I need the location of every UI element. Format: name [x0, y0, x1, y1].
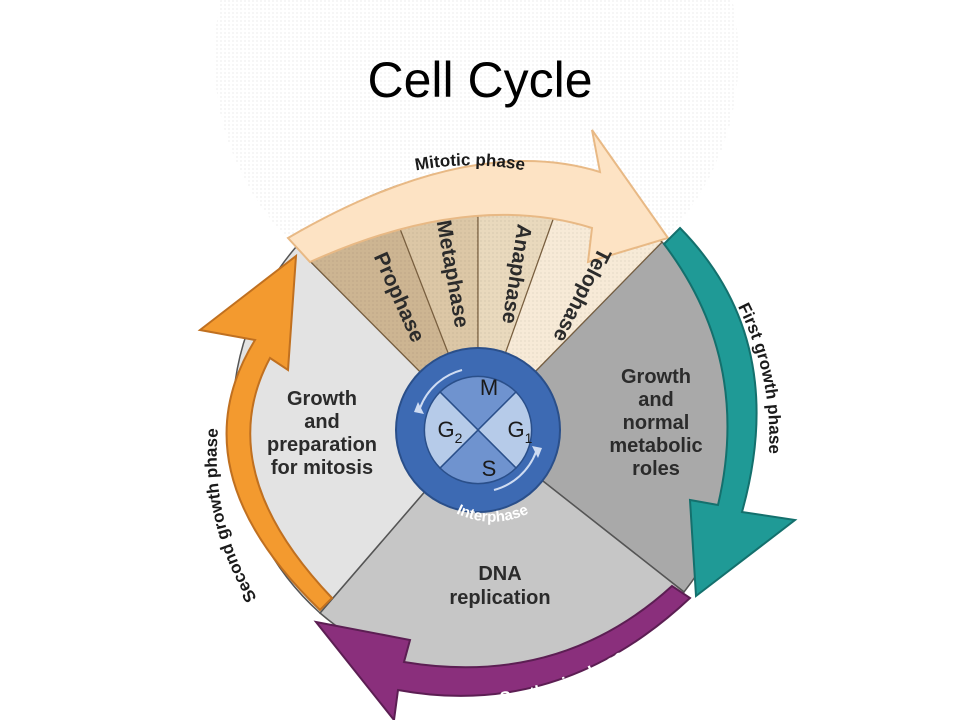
svg-text:preparation: preparation: [267, 434, 377, 456]
svg-text:DNA: DNA: [478, 563, 521, 585]
g2-quadrant: [423, 390, 480, 470]
svg-text:roles: roles: [632, 458, 680, 480]
synthesis-arrow: [313, 584, 692, 720]
mitotic-phase-arrow: [286, 129, 670, 264]
g2-label: G2: [438, 417, 463, 446]
svg-text:replication: replication: [449, 587, 550, 609]
svg-text:metabolic: metabolic: [609, 435, 702, 457]
second-growth-arrow: [197, 253, 334, 612]
m-quadrant: [438, 375, 518, 432]
g1-quadrant: [476, 390, 533, 470]
svg-text:and: and: [304, 411, 340, 433]
svg-text:Growth: Growth: [287, 388, 357, 410]
svg-text:for mitosis: for mitosis: [271, 457, 373, 479]
svg-text:Growth: Growth: [621, 366, 691, 388]
m-label: M: [480, 375, 498, 400]
g1-label: G1: [508, 417, 533, 446]
g2-sector-label: Growth and preparation for mitosis: [267, 388, 377, 479]
svg-text:normal: normal: [623, 412, 690, 434]
g1-sector-label: Growth and normal metabolic roles: [609, 366, 702, 480]
s-label: S: [482, 456, 497, 481]
first-growth-arrow: [662, 226, 798, 598]
s-quadrant: [438, 428, 518, 485]
s-sector-label: DNA replication: [449, 563, 550, 609]
svg-text:and: and: [638, 389, 674, 411]
